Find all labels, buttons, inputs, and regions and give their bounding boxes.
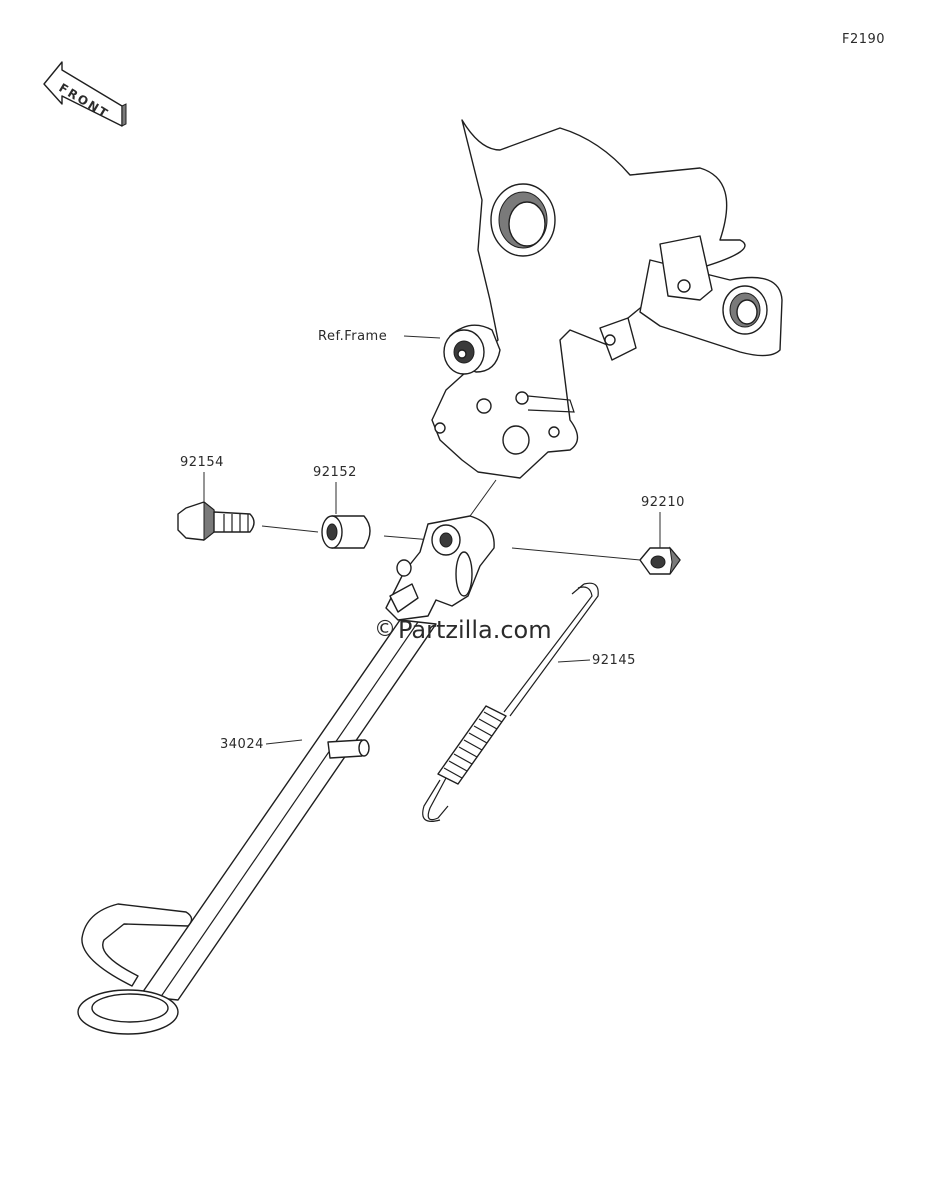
- part-92210-nut: [639, 546, 681, 575]
- part-92154-bolt: [177, 500, 255, 542]
- callout-92210-label: 92210: [641, 495, 685, 510]
- callout-92152-label: 92152: [313, 465, 357, 480]
- callout-92154-label: 92154: [180, 455, 224, 470]
- part-34024-side-stand: [77, 515, 495, 1035]
- callout-ref-frame: Ref.Frame: [318, 329, 441, 344]
- callout-92210: 92210: [641, 495, 685, 548]
- part-92152-collar: [321, 515, 371, 549]
- part-92145-spring: [422, 582, 599, 822]
- frame-bracket: [431, 119, 783, 479]
- callout-92154: 92154: [180, 455, 224, 502]
- callout-34024: 34024: [220, 737, 303, 752]
- watermark-copyright-icon: ©: [374, 617, 396, 642]
- front-arrow-icon: FRONT: [43, 61, 127, 127]
- callout-92145: 92145: [557, 653, 636, 668]
- callout-92152: 92152: [313, 465, 357, 514]
- callout-34024-label: 34024: [220, 737, 264, 752]
- watermark: © Partzilla.com: [374, 616, 552, 644]
- watermark-text: Partzilla.com: [398, 616, 552, 644]
- callout-92145-label: 92145: [592, 653, 636, 668]
- callout-ref-frame-label: Ref.Frame: [318, 329, 387, 344]
- figure-code: F2190: [842, 32, 885, 47]
